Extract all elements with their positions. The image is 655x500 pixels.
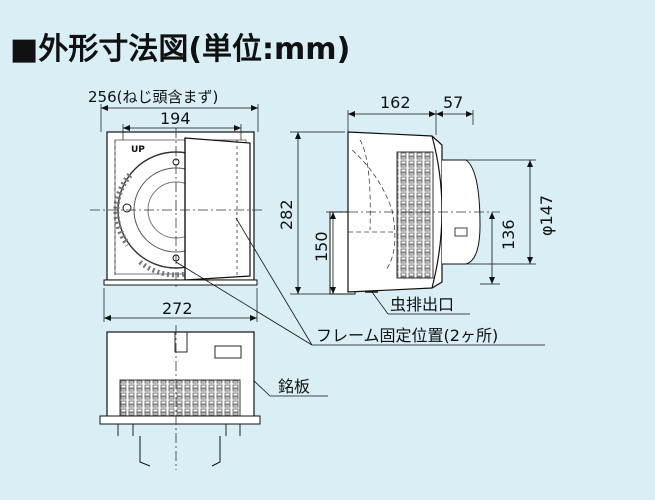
side-dimensions [290,110,536,295]
dim-256-label: 256(ねじ頭含まず) [88,88,218,106]
frame-fix-position-label: フレーム固定位置(2ヶ所) [316,326,498,345]
dim-282-label: 282 [277,199,296,230]
dim-57-label: 57 [443,93,463,112]
dim-194-label: 194 [160,109,191,128]
front-dimensions [100,104,259,322]
dim-136-label: 136 [499,219,518,250]
nameplate-label: 銘板 [278,377,310,396]
nameplate [214,345,242,359]
bottom-view [99,325,261,470]
dim-150-label: 150 [312,231,331,262]
page-title: ■外形寸法図(単位:mm) [10,32,351,67]
dim-162-label: 162 [380,93,411,112]
insect-outlet-label: 虫排出口 [390,295,454,314]
dim-272-label: 272 [162,299,193,318]
front-view: UP [90,128,265,290]
dim-phi147-label: φ147 [537,195,556,236]
side-view [329,131,500,295]
up-mark: UP [131,145,145,155]
